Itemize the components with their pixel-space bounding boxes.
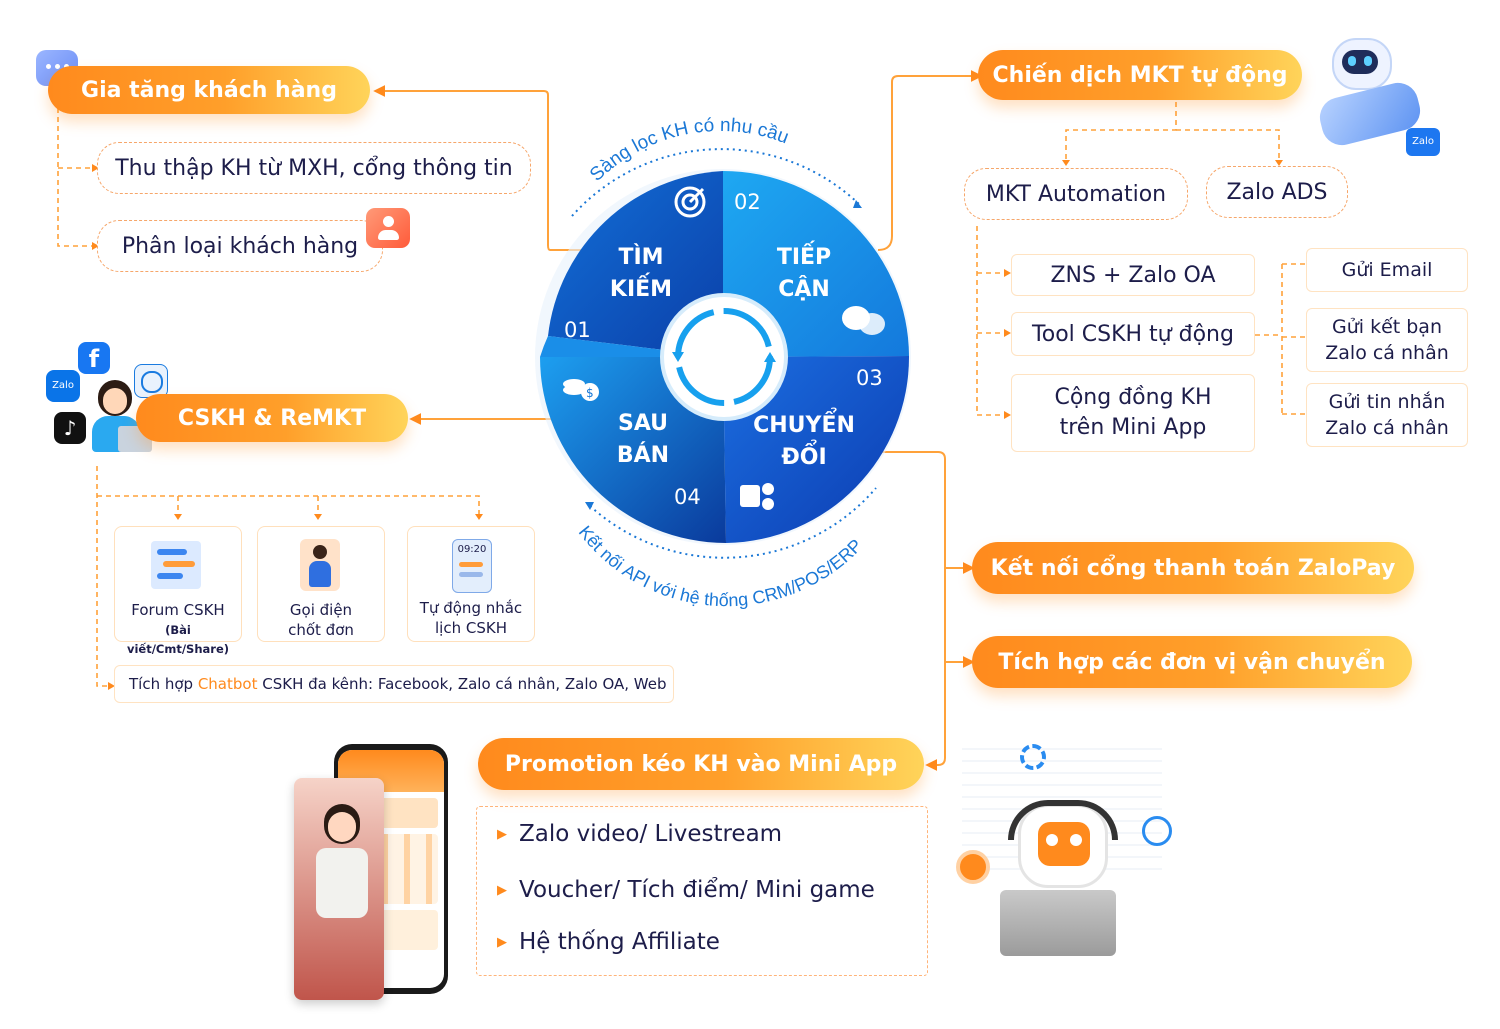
zalo-icon: Zalo xyxy=(46,370,80,402)
gui-email-item: Gửi Email xyxy=(1306,248,1468,292)
phan-loai-kh-item: Phân loại khách hàng xyxy=(97,220,383,272)
bullet-item: ▶Zalo video/ Livestream xyxy=(497,821,783,847)
chot-don-label: chốt đơn xyxy=(288,621,354,639)
card-goi-dien: Gọi điện chốt đơn xyxy=(257,526,385,642)
chien-dich-mkt-heading: Chiến dịch MKT tự động xyxy=(978,50,1302,100)
thu-thap-kh-item: Thu thập KH từ MXH, cổng thông tin xyxy=(97,142,531,194)
robot-mascot-icon: Zalo xyxy=(1315,34,1442,158)
payment-hand-icon xyxy=(740,483,774,510)
lich-cskh-label: lịch CSKH xyxy=(435,619,507,637)
forum-label: Forum CSKH xyxy=(131,601,225,619)
chatbot-integration-item: Tích hợp Chatbot CSKH đa kênh: Facebook,… xyxy=(114,665,674,703)
card-forum-cskh: Forum CSKH (Bài viết/Cmt/Share) xyxy=(114,526,242,656)
mkt-automation-branch: MKT Automation xyxy=(964,168,1188,220)
coins-icon: $ xyxy=(563,379,599,401)
user-card-icon xyxy=(366,208,410,248)
target-icon xyxy=(674,186,706,218)
web-globe-icon xyxy=(134,364,168,398)
zalo-ads-branch: Zalo ADS xyxy=(1206,166,1348,218)
bullet-item: ▶Hệ thống Affiliate xyxy=(497,929,720,955)
segment-1-number: 01 xyxy=(564,318,591,342)
phone-call-icon xyxy=(300,539,340,591)
cskh-remkt-heading: CSKH & ReMKT xyxy=(136,394,408,442)
tool-cskh-item: Tool CSKH tự động xyxy=(1011,312,1255,356)
tiktok-icon: ♪ xyxy=(54,412,86,444)
reminder-icon: 09:20 xyxy=(452,539,492,593)
segment-4-number: 04 xyxy=(674,485,701,509)
segment-2-number: 02 xyxy=(734,190,761,214)
goi-dien-label: Gọi điện xyxy=(289,601,353,619)
mini-app-phone-mockup xyxy=(294,744,450,1000)
bullet-item: ▶Voucher/ Tích điểm/ Mini game xyxy=(497,877,875,903)
zns-zalo-oa-item: ZNS + Zalo OA xyxy=(1011,254,1255,296)
tu-dong-nhac-label: Tự động nhắc xyxy=(419,599,523,617)
forum-icon xyxy=(151,541,201,589)
gear-icon xyxy=(1020,744,1046,770)
van-chuyen-item: Tích hợp các đơn vị vận chuyển xyxy=(972,636,1412,688)
stopwatch-icon xyxy=(1142,816,1172,846)
facebook-icon: f xyxy=(78,342,110,374)
svg-text:$: $ xyxy=(586,386,594,400)
gia-tang-khach-hang-heading: Gia tăng khách hàng xyxy=(48,66,370,114)
forum-sub-label: (Bài viết/Cmt/Share) xyxy=(126,623,229,656)
cycle-wheel xyxy=(535,169,911,545)
card-tu-dong-nhac: 09:20 Tự động nhắc lịch CSKH xyxy=(407,526,535,642)
zalopay-item: Kết nối cổng thanh toán ZaloPay xyxy=(972,542,1414,594)
promotion-list: ▶Zalo video/ Livestream ▶Voucher/ Tích đ… xyxy=(476,806,928,976)
chat-bubbles-icon xyxy=(842,306,885,335)
refresh-icon xyxy=(956,850,990,884)
robot-laptop-icon xyxy=(952,740,1178,960)
promotion-heading: Promotion kéo KH vào Mini App xyxy=(478,738,924,790)
segment-3-number: 03 xyxy=(856,366,883,390)
